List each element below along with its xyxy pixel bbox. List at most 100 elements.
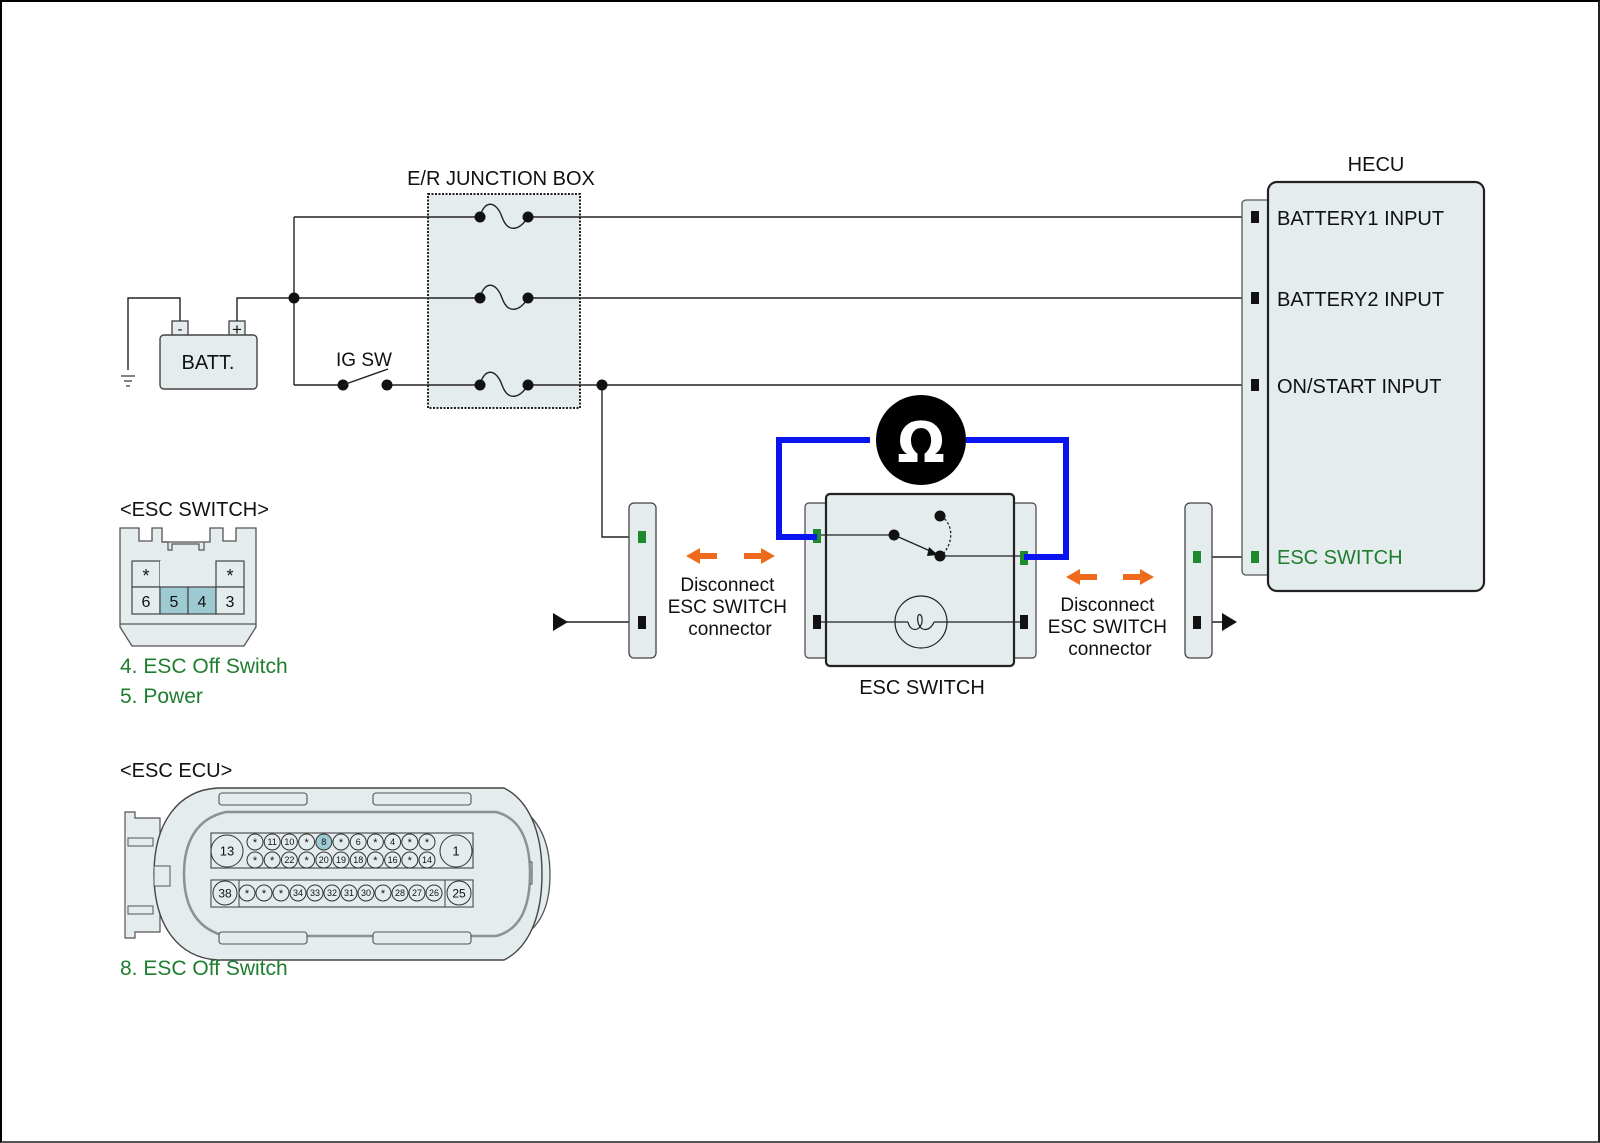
ecu-pin [289,884,307,902]
esc-ecu-connector-title: <ESC ECU> [120,760,232,782]
ecu-pin [384,851,402,869]
ecu-pin [357,884,375,902]
ecu-pin [332,833,350,851]
ground-icon [121,375,135,387]
battery: - + BATT. [159,320,258,390]
ecu-pin [263,851,281,869]
esc-power-wire [601,385,640,538]
battery-negative-terminal: - [178,321,183,338]
ecu-pin-label: * [304,837,309,849]
ecu-pin-label: 33 [310,888,320,898]
ecu-pin-label: * [373,837,378,849]
disconnect-note-right: Disconnect ESC SWITCH connector [1048,595,1173,660]
ecu-pin-label: 32 [327,888,337,898]
ecu-pin-label: 1 [452,844,459,859]
battery-positive-wire [236,297,294,323]
ecu-pin-label: 14 [422,855,432,865]
meter-lead-right [966,437,1069,560]
ecu-pin [349,833,367,851]
ecu-pin [272,884,290,902]
ohmmeter: Ω [776,395,1069,560]
junction-dot [596,379,608,391]
esc-switch-label: ESC SWITCH [859,677,985,699]
indicator-lamp-icon [821,595,1020,649]
junction-dot [288,292,300,304]
ecu-pin-label: 16 [388,855,398,865]
ecu-pin [298,851,316,869]
ecu-pin [280,851,298,869]
ecu-pin [263,833,281,851]
ecu-pin-label: 6 [356,837,361,847]
esc-switch-legend-item: 5. Power [120,685,203,708]
hecu-terminal-esc-switch [1251,551,1259,563]
signal-input-arrow-icon [553,613,568,631]
esc-switch-terminal [1020,615,1028,629]
harness-terminal [1193,616,1201,629]
pin-label-highlighted: 4 [198,594,207,611]
pin-label: 6 [142,594,151,611]
pin-label-highlighted: 5 [170,594,179,611]
ecu-pin-label: 19 [336,855,346,865]
battery-positive-terminal: + [232,320,242,339]
ecu-pin-label: 34 [293,888,303,898]
disconnect-arrow-right-icon [1066,569,1154,585]
ecu-pin-label: * [408,855,413,867]
fuse-icon [428,284,580,310]
ecu-pin-label: * [262,888,267,900]
hecu-module: HECU BATTERY1 INPUT BATTERY2 INPUT ON/ST… [1241,154,1486,593]
ecu-pin [306,884,324,902]
esc-switch-legend-item: 4. ESC Off Switch [120,655,288,678]
ecu-pin [418,833,436,851]
junction-box-label: E/R JUNCTION BOX [407,168,595,190]
ignition-switch: IG SW [336,350,393,391]
ground-wire [127,297,181,370]
disconnect-note-left: Disconnect ESC SWITCH connector [668,575,793,640]
ecu-pin [408,884,426,902]
hecu-terminal [1251,379,1259,391]
ecu-pin-label: * [253,837,258,849]
ecu-pin [366,833,384,851]
ecu-pin [255,884,273,902]
ohmmeter-icon: Ω [897,411,945,476]
harness-terminal-esc-signal [1193,551,1201,563]
ecu-pin [366,851,384,869]
ecu-pin-label: * [425,837,430,849]
ecu-pin [212,880,238,906]
ecu-pin-highlighted [315,833,333,851]
ecu-pin [246,833,264,851]
fuse-icon [428,203,580,229]
ecu-pin [446,880,472,906]
esc-ecu-legend-item: 8. ESC Off Switch [120,957,288,980]
ecu-pin-label: * [279,888,284,900]
harness-terminal-power [638,531,646,543]
junction-box: E/R JUNCTION BOX [407,168,595,409]
ecu-pin-label: 13 [220,844,234,859]
ecu-pin-label: 20 [319,855,329,865]
ecu-pin-label: * [304,855,309,867]
ecu-pin-label: 22 [284,855,294,865]
ecu-pin [238,884,256,902]
esc-switch-connector-title: <ESC SWITCH> [120,499,269,521]
wire-junctions [288,292,608,391]
ecu-pin-label: 25 [452,886,466,900]
ecu-pin [280,833,298,851]
ignition-switch-label: IG SW [336,350,392,371]
ecu-pin-label: 27 [412,888,422,898]
meter-lead-left [776,437,870,540]
ecu-pin [210,834,244,868]
ecu-pin-label: 38 [218,886,232,900]
ecu-pin [315,851,333,869]
ecu-pin-label: 26 [429,888,439,898]
harness-terminal [638,616,646,629]
esc-switch-connector-face: <ESC SWITCH> * * 6 5 4 3 4. ESC Off Swit… [119,499,288,708]
hecu-label: HECU [1348,154,1405,176]
ecu-pin [323,884,341,902]
ecu-pin-label: * [373,855,378,867]
hecu-input-battery2: BATTERY2 INPUT [1277,289,1444,311]
harness-connector-right[interactable] [1184,502,1237,659]
signal-output-arrow-icon [1222,613,1237,631]
harness-connector-left[interactable] [553,502,657,659]
